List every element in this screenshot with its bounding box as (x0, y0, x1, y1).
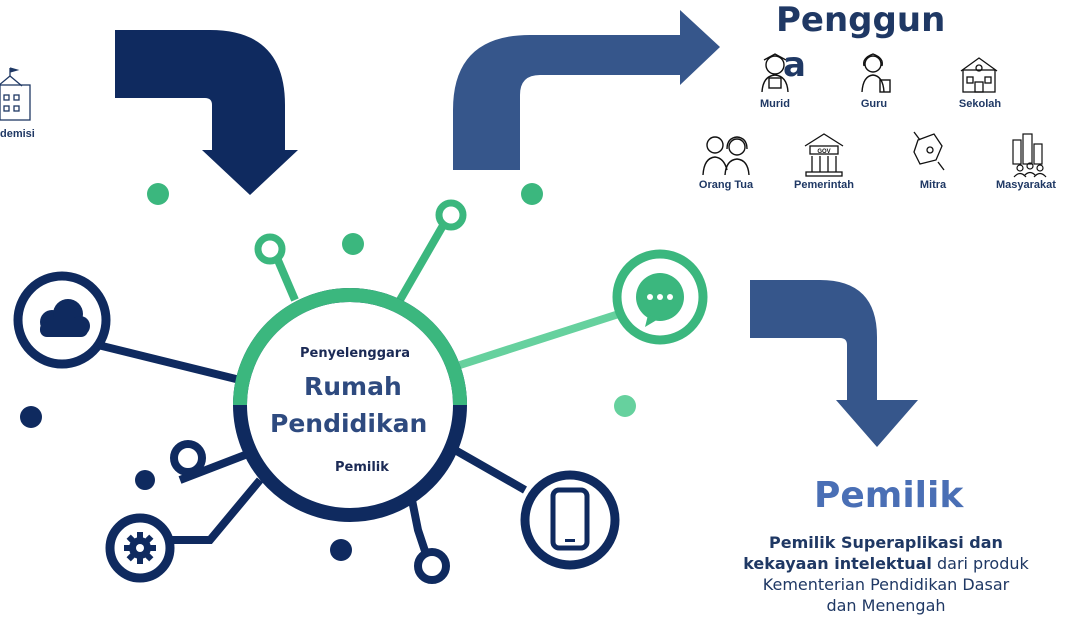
pemilik-desc-line4: dan Menengah (826, 596, 946, 615)
chat-bubble-icon (636, 273, 684, 327)
chat-connector (458, 308, 627, 369)
user-label-mitra: Mitra (919, 179, 947, 191)
pemilik-desc-line1: Pemilik Superaplikasi dan (769, 533, 1003, 552)
government-building-icon (804, 133, 844, 177)
gear-icon (124, 532, 156, 564)
green-ring-node-right (435, 199, 467, 231)
cloud-node (13, 271, 111, 369)
navy-ring-node (170, 440, 206, 476)
navy-dot (330, 539, 352, 561)
light-green-dot (614, 395, 636, 417)
user-label-sekolah: Sekolah (958, 98, 1002, 110)
handshake-puzzle-icon (913, 131, 945, 171)
navy-ring-node (414, 548, 450, 584)
navy-dot (20, 406, 42, 428)
hub-title-line1: Rumah (304, 372, 402, 401)
pemilik-desc-bold: kekayaan intelektual (743, 554, 932, 573)
user-label-orang-tua: Orang Tua (698, 179, 754, 191)
gov-sign: GOV (817, 149, 830, 155)
arrow-to-pemilik (750, 280, 918, 447)
smartphone-icon (550, 487, 590, 551)
hub-green-arc (233, 288, 467, 406)
chat-node (612, 249, 708, 345)
green-connectors (273, 220, 449, 302)
green-dot (147, 183, 169, 205)
navy-dot (135, 470, 155, 490)
pemilik-desc-line2: kekayaan intelektual dari produk (700, 553, 1067, 574)
community-icon (1012, 133, 1047, 178)
green-dot (521, 183, 543, 205)
hub-title-line2: Pendidikan (270, 409, 428, 438)
parents-icon (702, 136, 750, 176)
arrow-into-hub (115, 30, 298, 195)
user-label-guru: Guru (860, 98, 888, 110)
pemilik-title: Pemilik (814, 475, 964, 516)
student-icon (761, 53, 789, 93)
user-label-masyarakat: Masyarakat (996, 179, 1056, 191)
left-partial-label: demisi (0, 128, 35, 140)
cloud-icon (40, 299, 90, 337)
pemilik-desc-line3: Kementerian Pendidikan Dasar (762, 575, 1010, 594)
pengguna-title-line1: Penggun (776, 0, 946, 40)
hub-top-label: Penyelenggara (300, 346, 410, 361)
teacher-icon (861, 53, 891, 93)
pemilik-description: Pemilik Superaplikasi dan kekayaan intel… (700, 532, 1067, 616)
pengguna-title-line2: a (783, 45, 806, 85)
green-ring-node-left (254, 233, 286, 265)
user-label-murid: Murid (760, 98, 790, 110)
green-dot (342, 233, 364, 255)
pemilik-desc-rest: dari produk (931, 554, 1029, 573)
smartphone-node (520, 470, 620, 570)
hub-bottom-label: Pemilik (335, 460, 389, 475)
user-label-pemerintah: Pemerintah (794, 179, 854, 191)
school-icon (960, 57, 998, 93)
school-building-icon (0, 67, 31, 121)
arrow-to-pengguna (453, 10, 720, 170)
gear-node (105, 513, 175, 583)
